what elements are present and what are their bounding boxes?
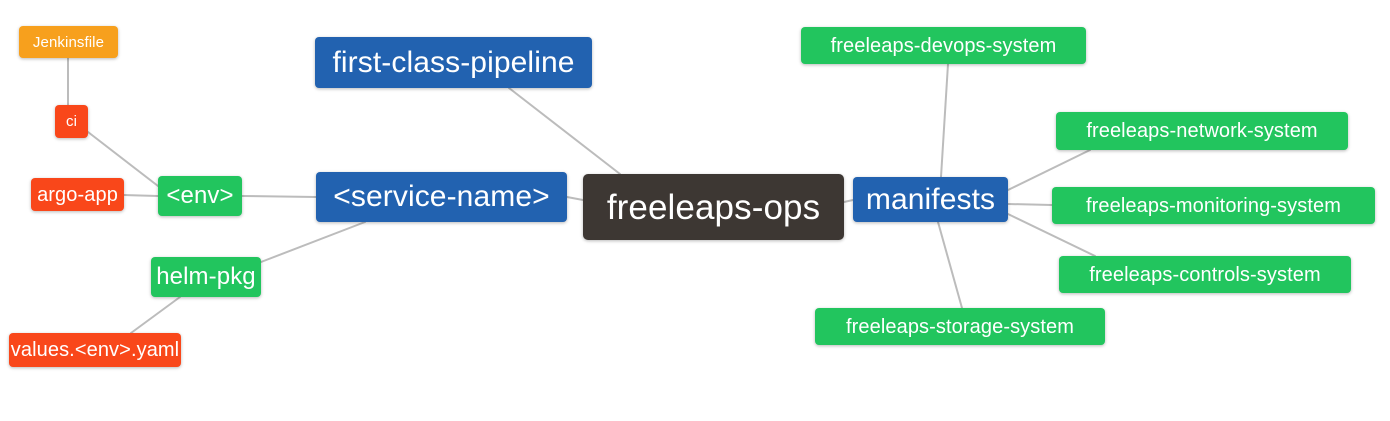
mindmap-node-values-env-yaml[interactable]: values.<env>.yaml (9, 333, 181, 367)
mindmap-node-root[interactable]: freeleaps-ops (583, 174, 844, 240)
edge-root-pipeline (508, 87, 621, 175)
node-label: manifests (865, 182, 996, 216)
mindmap-node-jenkinsfile[interactable]: Jenkinsfile (19, 26, 118, 58)
node-label: helm-pkg (156, 263, 256, 290)
node-label: freeleaps-devops-system (830, 34, 1057, 57)
edge-service-helm (260, 221, 366, 263)
node-label: values.<env>.yaml (10, 339, 180, 361)
mindmap-node-ci[interactable]: ci (55, 105, 88, 138)
mindmap-node-argo-app[interactable]: argo-app (31, 178, 124, 211)
node-label: <env> (166, 182, 234, 209)
node-label: ci (65, 113, 78, 130)
mindmap-node-freeleaps-devops-system[interactable]: freeleaps-devops-system (801, 27, 1086, 64)
edge-manifests-network (1007, 149, 1091, 191)
edge-service-env (241, 195, 317, 198)
node-label: freeleaps-monitoring-system (1085, 194, 1341, 217)
mindmap-node-service-name[interactable]: <service-name> (316, 172, 567, 222)
edge-manifests-devops (940, 63, 949, 178)
mindmap-node-freeleaps-controls-system[interactable]: freeleaps-controls-system (1059, 256, 1351, 293)
mindmap-node-freeleaps-monitoring-system[interactable]: freeleaps-monitoring-system (1052, 187, 1375, 224)
mindmap-node-helm-pkg[interactable]: helm-pkg (151, 257, 261, 297)
edge-root-service (566, 196, 584, 201)
mindmap-node-env[interactable]: <env> (158, 176, 242, 216)
edge-manifests-controls (1007, 213, 1096, 257)
node-label: <service-name> (333, 180, 550, 213)
edge-manifests-storage (937, 221, 963, 309)
node-label: Jenkinsfile (32, 33, 105, 51)
edge-env-argo (123, 194, 159, 197)
mindmap-node-freeleaps-network-system[interactable]: freeleaps-network-system (1056, 112, 1348, 150)
mindmap-node-manifests[interactable]: manifests (853, 177, 1008, 222)
node-label: freeleaps-storage-system (845, 315, 1075, 338)
mindmap-node-first-class-pipeline[interactable]: first-class-pipeline (315, 37, 592, 88)
mindmap-node-freeleaps-storage-system[interactable]: freeleaps-storage-system (815, 308, 1105, 345)
edge-helm-values (130, 296, 181, 334)
edge-root-manifests (843, 199, 854, 203)
node-label: first-class-pipeline (332, 45, 575, 79)
node-label: freeleaps-network-system (1086, 120, 1318, 142)
node-label: freeleaps-controls-system (1089, 263, 1321, 286)
edge-env-ci (87, 131, 159, 187)
node-label: argo-app (37, 183, 118, 206)
edge-manifests-monitoring (1007, 203, 1053, 206)
node-label: freeleaps-ops (606, 187, 821, 227)
